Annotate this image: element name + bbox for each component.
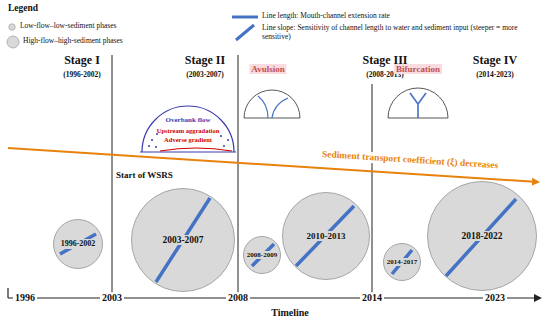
phase-circle: 1996-2002: [53, 219, 103, 269]
legend-text: Low-flow–low-sediment phases: [20, 22, 116, 31]
overbank-outline: [142, 106, 234, 152]
dot: [148, 145, 150, 147]
stage-separator: [112, 55, 113, 296]
event-label: Bifurcation: [394, 64, 442, 74]
stage-title: Stage IV: [473, 54, 517, 68]
extension-line: [156, 198, 210, 282]
stage-separator: [238, 55, 239, 296]
legend-text: Line slope: Sensitivity of channel lengt…: [262, 24, 544, 41]
phase-label: 2014-2017: [386, 258, 418, 266]
phase-label: 2008-2009: [246, 251, 278, 259]
phase-circle: 2010-2013: [282, 192, 370, 280]
stage-years: (2014-2023): [476, 71, 514, 80]
dot: [227, 139, 229, 141]
dot: [155, 146, 157, 148]
phase-circle: 2008-2009: [243, 236, 281, 274]
dot: [151, 139, 153, 141]
stage-years: (1996-2002): [63, 71, 101, 80]
legend-line-length: [232, 16, 258, 19]
extension-line: [296, 206, 354, 266]
year-tick: 2008: [226, 292, 250, 304]
extension-line: [392, 250, 412, 274]
stage-separator: [372, 84, 373, 296]
stage-title: Stage I: [64, 54, 100, 68]
stage-years: (2003-2007): [186, 71, 224, 80]
overbank-dots: [148, 133, 229, 148]
legend-title: Legend: [8, 3, 38, 14]
aggradation-curve: [160, 148, 232, 151]
trend-arrow: [8, 148, 538, 182]
year-tick: 2023: [483, 292, 507, 304]
phase-label: 2018-2022: [460, 231, 503, 242]
dot: [220, 135, 222, 137]
phase-label: 2010-2013: [306, 231, 347, 241]
avulsion-channel: [272, 98, 288, 118]
extension-line: [446, 199, 516, 276]
legend-text: High-flow–high-sediment phases: [23, 37, 123, 46]
phase-circle: 2014-2017: [383, 243, 421, 281]
process-label: Adverse gradient: [164, 136, 212, 143]
legend-text: Line length: Mouth-channel extension rat…: [262, 12, 390, 21]
phase-label: 1996-2002: [60, 239, 97, 248]
phase-label: 2003-2007: [161, 235, 204, 246]
process-label: Overbank flow: [166, 116, 211, 124]
axis-tick: [7, 288, 8, 298]
phase-circle: 2018-2022: [427, 181, 537, 291]
bifurcation-channel: [410, 93, 426, 118]
event-note: Start of WSRS: [116, 170, 173, 180]
extension-line: [60, 234, 96, 254]
timeline-axis: [8, 297, 540, 298]
year-tick: 2003: [100, 292, 124, 304]
dot: [223, 145, 225, 147]
bifurcation-outline: [388, 88, 448, 118]
year-tick: 2014: [360, 292, 384, 304]
extension-line: [252, 244, 274, 266]
year-tick: 1996: [13, 292, 37, 304]
stage-title: Stage II: [185, 54, 225, 68]
legend-line-slope: [236, 25, 254, 40]
avulsion-channel: [258, 96, 268, 118]
phase-circle: 2003-2007: [131, 188, 235, 292]
overbank-base: [140, 151, 236, 152]
avulsion-outline: [244, 90, 300, 118]
trend-label: Sediment transport coefficient (ξ) decre…: [320, 149, 501, 171]
legend-large-circle: [7, 36, 19, 48]
axis-title: Timeline: [271, 307, 309, 319]
event-label: Avulsion: [249, 64, 286, 74]
process-label: Upstream aggradation: [157, 127, 220, 134]
legend-small-circle: [9, 24, 15, 30]
